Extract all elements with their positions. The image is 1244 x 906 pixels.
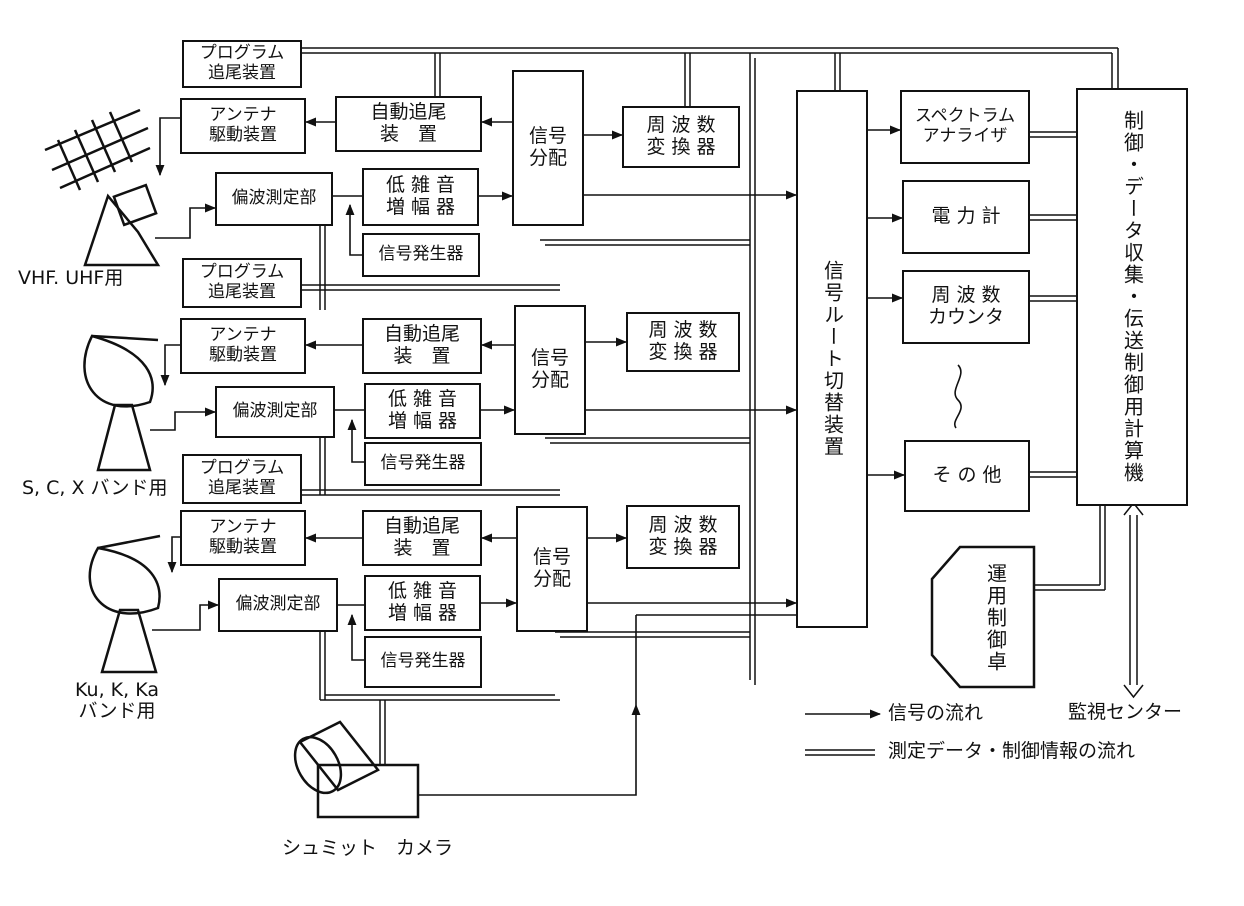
camera-label: シュミット カメラ [282, 837, 454, 859]
sig-gen-1: 信号発生器 [362, 233, 480, 277]
legend-signal-label: 信号の流れ [888, 702, 984, 724]
sig-gen-3: 信号発生器 [364, 636, 482, 688]
signal-lines [150, 117, 962, 796]
spectrum-analyzer: スペクトラム アナライザ [900, 90, 1030, 164]
antenna-vhf-uhf-icon [44, 108, 161, 267]
ant-drive-2: アンテナ 駆動装置 [180, 318, 306, 374]
freq-conv-1: 周 波 数 変 換 器 [622, 106, 740, 168]
lna-3: 低 雑 音 増 幅 器 [364, 575, 481, 631]
signal-split-2: 信号 分配 [514, 305, 586, 435]
prog-track-2: プログラム 追尾装置 [182, 258, 302, 308]
antenna-scx-dish-icon [83, 334, 159, 472]
legend-data-label: 測定データ・制御情報の流れ [888, 740, 1136, 762]
data-lines [302, 47, 1144, 765]
polar-meas-2: 偏波測定部 [215, 386, 335, 438]
polar-meas-1: 偏波測定部 [215, 172, 333, 226]
schmidt-camera-icon [293, 720, 420, 819]
antenna-kuka-dish-icon [88, 534, 161, 674]
antenna-label-scx: S, C, X バンド用 [22, 477, 168, 499]
console-outline-icon [930, 545, 1036, 689]
freq-counter: 周 波 数 カウンタ [902, 270, 1030, 344]
lna-2: 低 雑 音 増 幅 器 [364, 383, 481, 439]
ant-drive-1: アンテナ 駆動装置 [180, 98, 306, 154]
prog-track-3: プログラム 追尾装置 [182, 454, 302, 504]
freq-conv-3: 周 波 数 変 換 器 [626, 505, 740, 569]
monitor-center-label: 監視センター [1068, 701, 1183, 723]
antenna-label-vhf: VHF. UHF用 [18, 267, 124, 289]
signal-split-3: 信号 分配 [516, 506, 588, 632]
console-label: 運用制御卓 [983, 563, 1008, 673]
control-data-computer: 制御・データ収集・伝送制御用計算機 [1076, 88, 1188, 506]
prog-track-1: プログラム 追尾装置 [182, 40, 302, 88]
auto-track-1: 自動追尾 装 置 [335, 96, 482, 152]
lna-1: 低 雑 音 増 幅 器 [362, 168, 479, 226]
sig-gen-2: 信号発生器 [364, 442, 482, 486]
auto-track-3: 自動追尾 装 置 [362, 510, 482, 566]
signal-route-switch: 信号ルート切替装置 [796, 90, 868, 628]
freq-conv-2: 周 波 数 変 換 器 [626, 312, 740, 372]
power-meter: 電 力 計 [902, 180, 1030, 254]
antenna-label-kuka: Ku, K, Ka バンド用 [75, 679, 159, 722]
ant-drive-3: アンテナ 駆動装置 [180, 510, 306, 566]
others-box: そ の 他 [904, 440, 1030, 512]
signal-split-1: 信号 分配 [512, 70, 584, 226]
auto-track-2: 自動追尾 装 置 [362, 318, 482, 374]
polar-meas-3: 偏波測定部 [218, 578, 338, 632]
